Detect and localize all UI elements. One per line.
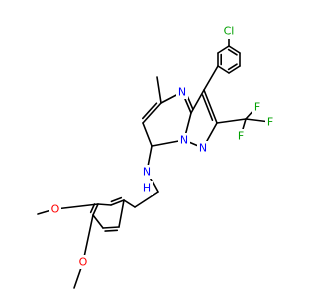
pyrimidine-nitrogen-atom: N [178,86,186,99]
methoxy-oxygen-atom-lower: O [79,256,88,269]
bond-line [134,191,159,208]
bridgehead-nitrogen-atom: N [180,134,188,147]
bond-line [118,199,125,228]
fluorine-atom-top: F [254,101,260,114]
methoxy-oxygen-atom-upper: O [51,203,60,216]
bond-line [203,65,219,91]
chlorine-atom: Cl [224,25,235,38]
bond-line [216,118,247,124]
amine-nitrogen-atom: N [143,166,151,179]
bond-line [89,203,96,214]
pyrazole-nitrogen-atom: N [199,142,207,155]
bond-line [123,199,136,208]
bond-line [54,203,99,210]
bond-line [201,94,214,122]
bond-line [110,196,123,203]
bond-line [92,203,99,216]
bond-line [156,76,162,104]
molecule-structure-diagram: Cl N N N N H F F F O O [37,23,275,289]
bond-line [217,45,230,54]
bond-line [203,89,218,124]
bond-line [228,45,241,54]
bond-line [228,65,241,74]
bond-line [97,203,112,206]
bond-line [217,65,230,74]
bond-line [142,122,153,147]
atom-labels: Cl N N N N H F F F O O [49,23,275,269]
bond-line [142,102,162,124]
fluorine-atom-right: F [267,116,273,129]
bond-line [82,214,94,263]
fluorine-atom-bottom: F [238,130,244,143]
bond-line [104,229,119,232]
amine-hydrogen-atom: H [143,182,151,195]
bond-line [102,226,120,229]
bond-line [227,63,238,71]
bond-line [110,199,125,206]
bond-lines [37,30,271,289]
bond-line [92,214,104,229]
bond-line [141,102,158,120]
bond-line [227,48,238,56]
